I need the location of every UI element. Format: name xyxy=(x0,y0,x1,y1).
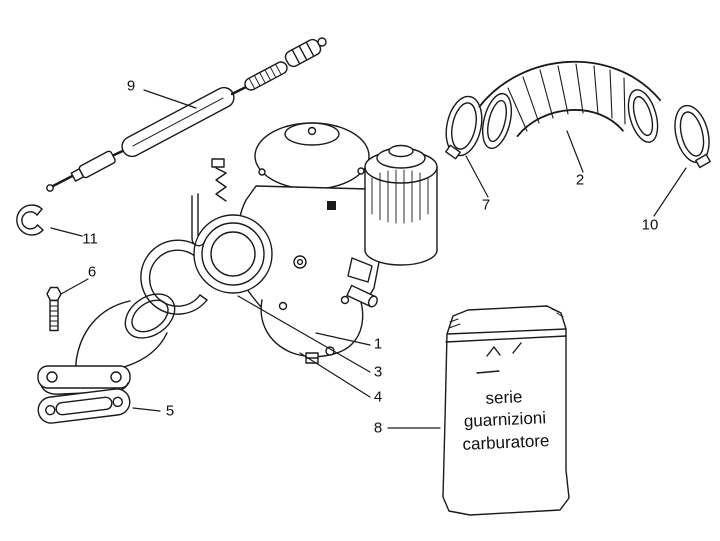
callout-5: 5 xyxy=(165,402,175,420)
gasket-drawing xyxy=(37,388,131,424)
callout-1: 1 xyxy=(373,335,383,353)
callout-3: 3 xyxy=(373,363,383,381)
inlet-manifold-drawing xyxy=(37,293,176,395)
hose-clamp-right-drawing xyxy=(674,104,711,169)
callout-10: 10 xyxy=(641,216,659,234)
carburettor-drawing xyxy=(191,122,438,364)
callout-2: 2 xyxy=(575,171,585,189)
callout-9: 9 xyxy=(126,77,136,95)
bag-label: serie guarnizioni carburatore xyxy=(448,385,563,457)
intake-hose-drawing xyxy=(478,61,662,150)
leader-lines xyxy=(50,89,687,429)
callout-8: 8 xyxy=(373,419,383,437)
hose-clamp-left-drawing xyxy=(445,95,483,160)
callout-7: 7 xyxy=(481,196,491,214)
gasket-kit-bag-drawing xyxy=(442,305,570,516)
circlip-drawing xyxy=(16,204,44,236)
stud-bolt-drawing xyxy=(46,286,62,332)
throttle-cable-drawing xyxy=(46,37,327,192)
callout-6: 6 xyxy=(87,263,97,281)
callout-11: 11 xyxy=(82,230,98,248)
callout-4: 4 xyxy=(373,388,383,406)
